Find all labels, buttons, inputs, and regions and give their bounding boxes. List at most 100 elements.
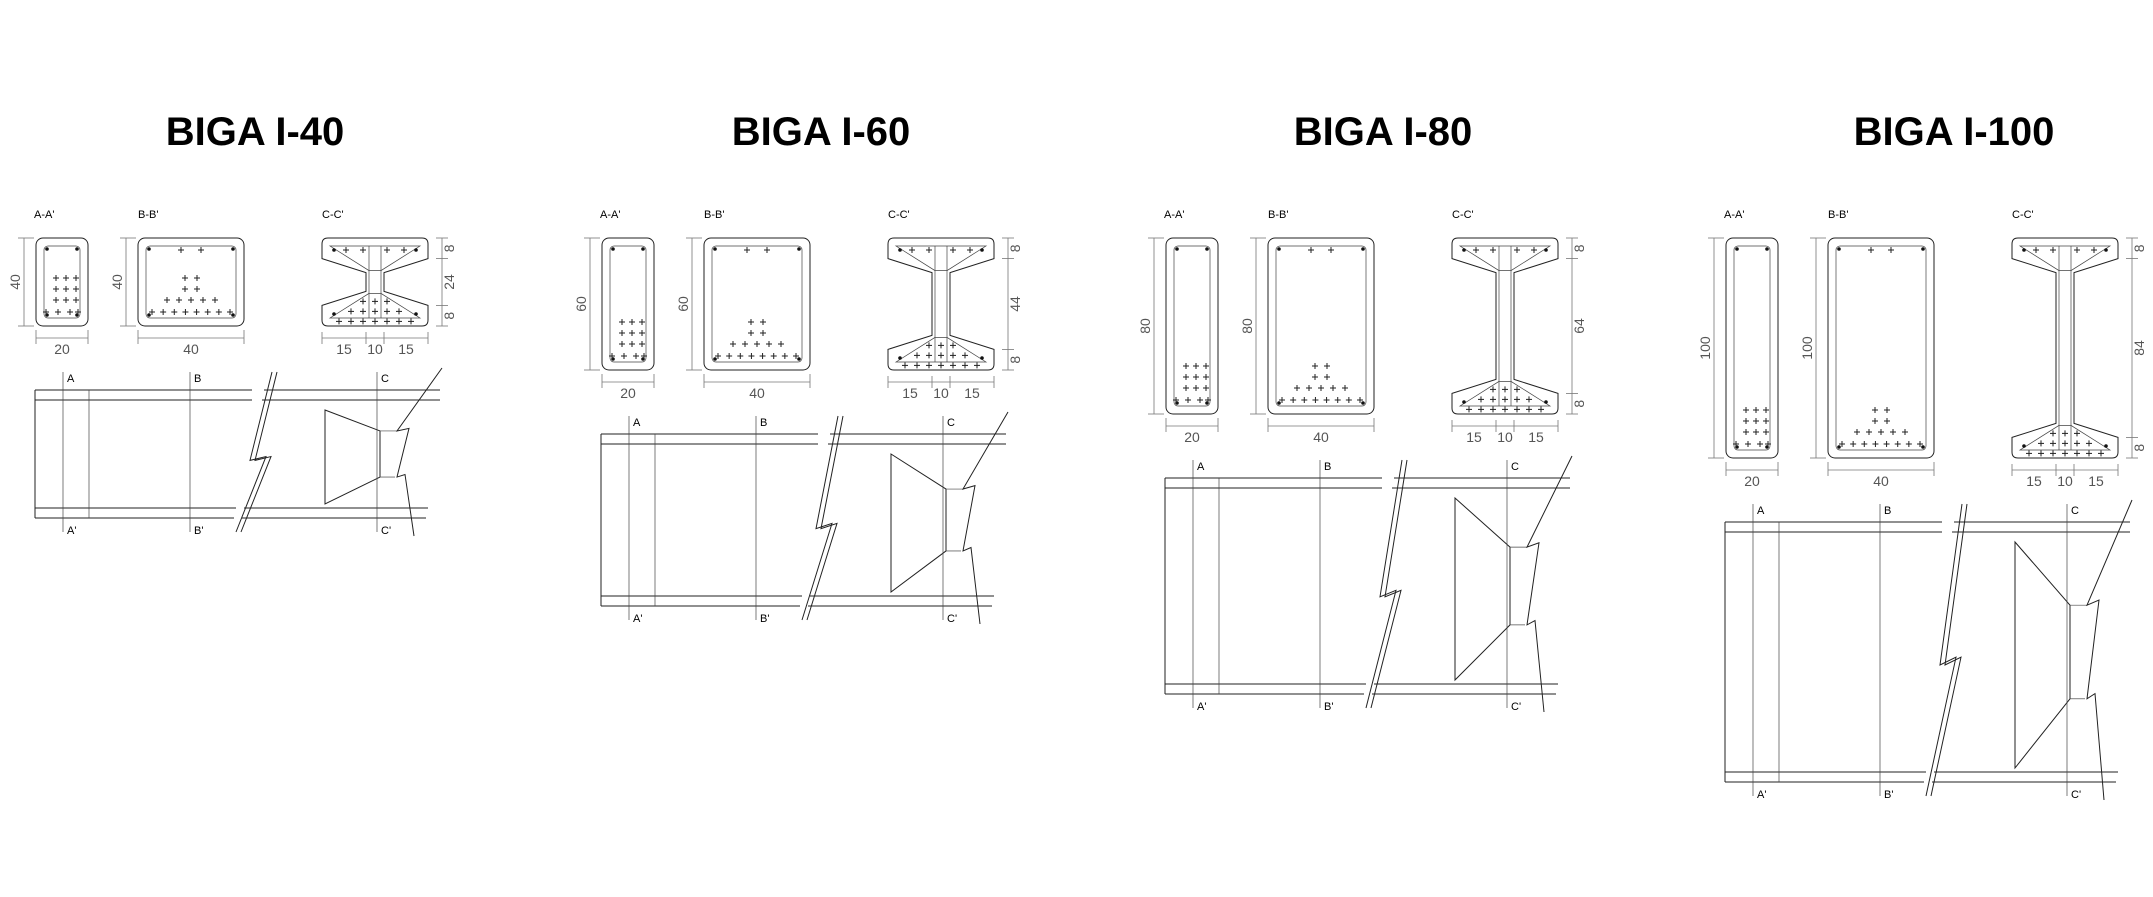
dim-cc-width: 10	[933, 385, 949, 401]
rebar-dot	[1361, 401, 1365, 405]
cut-label-b-top: B	[1324, 461, 1331, 473]
section-label-bb: B-B'	[704, 209, 724, 221]
cut-label-b-bottom: B'	[1324, 701, 1333, 713]
dim-cc-height: 8	[1007, 356, 1023, 364]
section-bb-outline	[1267, 237, 1375, 415]
section-bb-outline	[703, 237, 811, 371]
rebar-dot	[797, 247, 801, 251]
section-bb-outline	[137, 237, 245, 327]
dim-cc-height: 64	[1571, 318, 1587, 334]
rebar-dot	[1837, 445, 1841, 449]
rebar-dot	[231, 313, 235, 317]
rebar-dot	[1205, 247, 1209, 251]
dim-bb-height: 80	[1239, 318, 1255, 334]
rebar-dot	[2022, 444, 2026, 448]
rebar-dot	[1175, 247, 1179, 251]
section-label-bb: B-B'	[138, 209, 158, 221]
web-taper	[2014, 540, 2071, 770]
dim-cc-height: 8	[1571, 400, 1587, 408]
dim-cc-width: 15	[1528, 429, 1544, 445]
dim-aa-height: 100	[1697, 336, 1713, 360]
break-line	[1930, 503, 1968, 797]
rebar-dot	[1544, 400, 1548, 404]
rebar-dot	[2022, 248, 2026, 252]
break-line	[1365, 459, 1403, 709]
end-break-line	[395, 367, 443, 537]
rebar-dot	[1544, 248, 1548, 252]
cut-label-c-top: C	[381, 373, 389, 385]
cut-label-a-bottom: A'	[1757, 789, 1766, 801]
dim-cc-height: 44	[1007, 296, 1023, 312]
rebar-dot	[898, 248, 902, 252]
dim-cc-height: 8	[441, 312, 457, 320]
rebar-dot	[1277, 247, 1281, 251]
rebar-dot	[797, 357, 801, 361]
cut-label-a-bottom: A'	[633, 613, 642, 625]
dim-cc-width: 15	[336, 341, 352, 357]
section-bb-stirrup	[1835, 245, 1927, 451]
rebar-dot	[611, 247, 615, 251]
cut-label-a-bottom: A'	[67, 525, 76, 537]
rebar-dot	[414, 248, 418, 252]
cut-label-c-top: C	[947, 417, 955, 429]
section-cc-outline	[887, 237, 995, 371]
section-label-aa: A-A'	[34, 209, 54, 221]
dim-cc-width: 10	[1497, 429, 1513, 445]
rebar-dot	[713, 247, 717, 251]
dim-bb-height: 100	[1799, 336, 1815, 360]
rebar-dot	[1462, 248, 1466, 252]
dim-bb-height: 40	[109, 274, 125, 290]
rebar-dot	[980, 356, 984, 360]
section-label-cc: C-C'	[888, 209, 910, 221]
rebar-dot	[147, 247, 151, 251]
rebar-dot	[980, 248, 984, 252]
cut-label-b-top: B	[1884, 505, 1891, 517]
rebar-dot	[1765, 247, 1769, 251]
rebar-dot	[1462, 400, 1466, 404]
dim-aa-width: 20	[620, 385, 636, 401]
section-aa-outline	[1165, 237, 1219, 415]
break-line	[801, 415, 839, 621]
dim-cc-height: 24	[441, 274, 457, 290]
dim-cc-width: 15	[902, 385, 918, 401]
section-aa-stirrup	[1173, 245, 1211, 407]
section-aa-outline	[35, 237, 89, 327]
dim-cc-height: 84	[2131, 340, 2147, 356]
dim-bb-width: 40	[1313, 429, 1329, 445]
section-aa-stirrup	[609, 245, 647, 363]
rebar-dot	[2104, 444, 2108, 448]
cut-label-c-bottom: C'	[947, 613, 957, 625]
end-break-line	[961, 411, 1009, 625]
dim-aa-height: 80	[1137, 318, 1153, 334]
rebar-dot	[414, 312, 418, 316]
dim-cc-width: 15	[2026, 473, 2042, 489]
section-label-aa: A-A'	[600, 209, 620, 221]
cut-label-b-top: B	[194, 373, 201, 385]
beam-title: BIGA I-60	[732, 110, 911, 154]
break-line	[1925, 503, 1963, 797]
cut-label-a-top: A	[1197, 461, 1205, 473]
dim-cc-width: 15	[2088, 473, 2104, 489]
cut-label-b-top: B	[760, 417, 767, 429]
cut-label-c-bottom: C'	[1511, 701, 1521, 713]
end-break-line	[2086, 499, 2133, 801]
cut-label-c-top: C	[1511, 461, 1519, 473]
dim-cc-width: 10	[367, 341, 383, 357]
section-label-cc: C-C'	[322, 209, 344, 221]
beam-title: BIGA I-80	[1294, 110, 1473, 154]
dim-bb-width: 40	[183, 341, 199, 357]
dim-cc-height: 8	[2131, 244, 2147, 252]
dim-cc-width: 15	[398, 341, 414, 357]
dim-bb-width: 40	[749, 385, 765, 401]
dim-bb-width: 40	[1873, 473, 1889, 489]
section-cc-outline	[2011, 237, 2119, 459]
end-break-line	[1526, 455, 1573, 713]
rebar-dot	[332, 312, 336, 316]
web-taper	[324, 409, 381, 505]
section-aa-stirrup	[43, 245, 81, 319]
beam-title: BIGA I-100	[1854, 110, 2055, 154]
